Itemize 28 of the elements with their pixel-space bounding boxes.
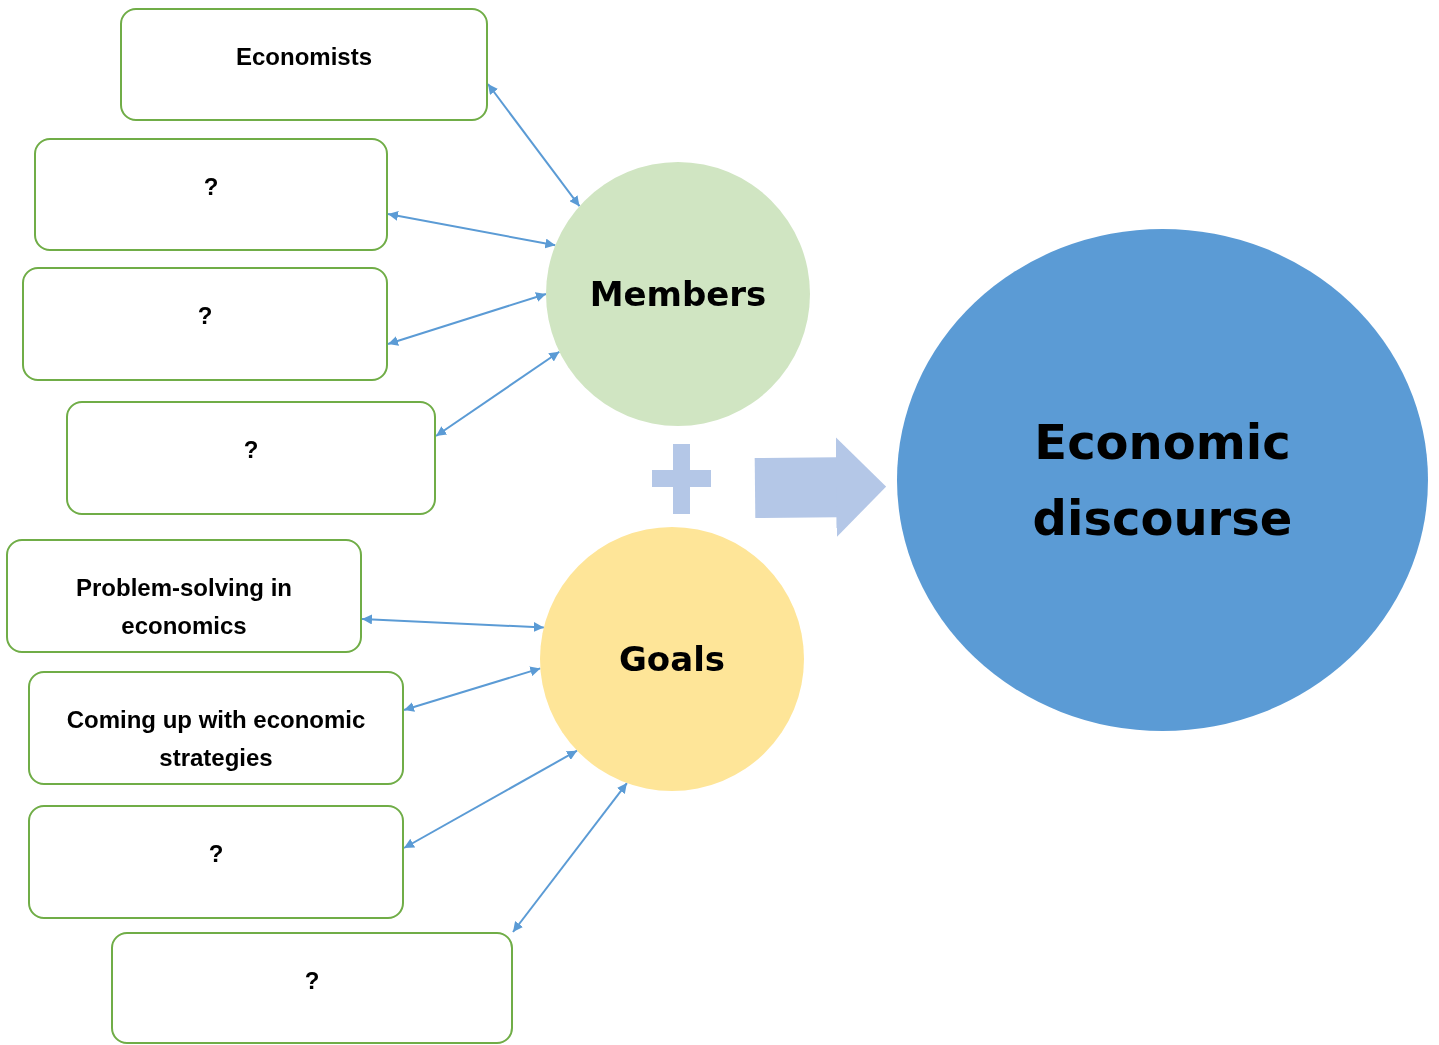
circle-label: Economic discourse <box>1031 413 1294 548</box>
text-box <box>28 805 404 919</box>
box-label: ? <box>303 966 321 996</box>
text-box <box>120 8 488 121</box>
text-box <box>6 539 362 653</box>
circle-label: Members <box>589 274 767 314</box>
double-arrow <box>487 83 581 208</box>
double-arrow <box>512 782 628 933</box>
block-arrow <box>754 437 887 538</box>
double-arrow <box>361 614 545 632</box>
box-label: ? <box>242 435 260 465</box>
box-label: Economists <box>235 42 373 72</box>
double-arrow <box>403 749 578 849</box>
text-box <box>34 138 388 251</box>
text-box <box>111 932 513 1044</box>
text-box <box>28 671 404 785</box>
double-arrow <box>387 292 547 346</box>
double-arrow <box>435 350 561 437</box>
double-arrow <box>403 666 542 712</box>
box-label: ? <box>202 172 220 202</box>
circle-label: Goals <box>618 639 726 679</box>
box-label: ? <box>207 839 225 869</box>
text-box <box>66 401 436 515</box>
box-label: Problem-solving in economics <box>75 573 293 641</box>
box-label: ? <box>196 301 214 331</box>
text-box <box>22 267 388 381</box>
double-arrow <box>387 210 557 249</box>
box-label: Coming up with economic strategies <box>65 705 367 773</box>
